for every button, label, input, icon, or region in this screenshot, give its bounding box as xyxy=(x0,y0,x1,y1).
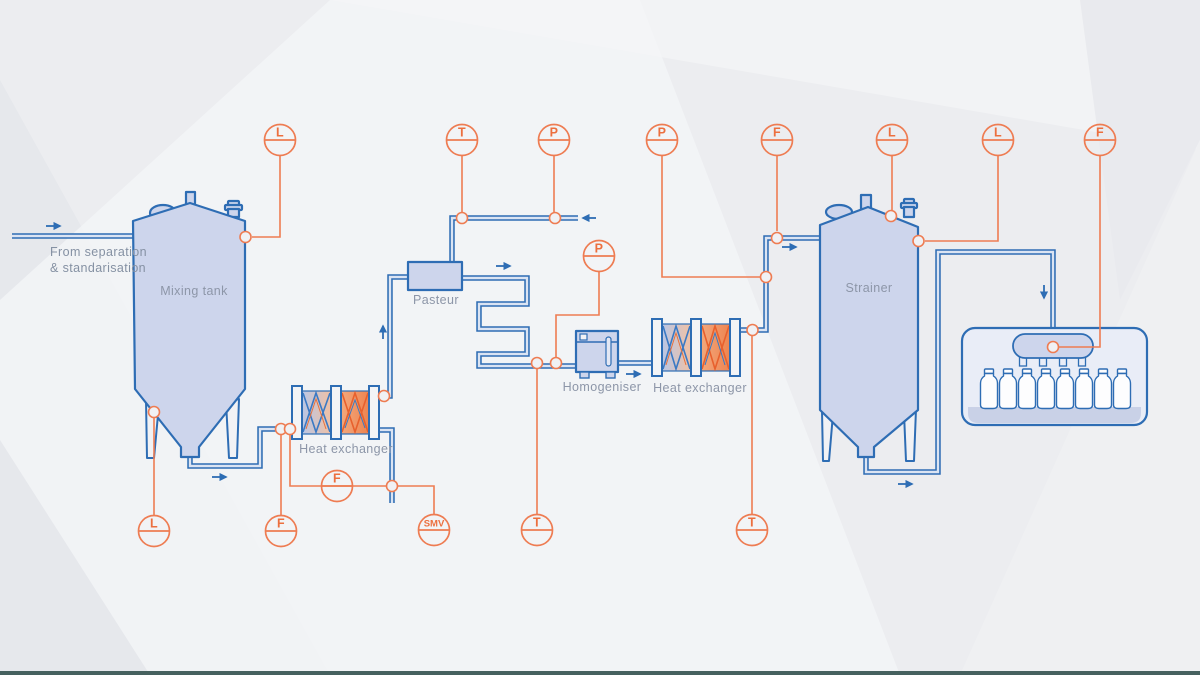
hx2-hot-accent xyxy=(704,331,726,366)
homogeniser xyxy=(574,329,620,379)
hx1-hot-pattern xyxy=(341,390,369,435)
hx1-cold-pattern xyxy=(302,390,331,435)
pipe-tank-to-hx1 xyxy=(187,426,292,469)
hx2-plate-middle xyxy=(690,318,702,377)
homogeniser-label: Homogeniser xyxy=(563,380,642,394)
instrument-flow-strainer-inlet: F xyxy=(760,123,794,157)
instrument-pressure-homogeniser-inlet: P xyxy=(582,239,616,273)
hx1-plate-right xyxy=(368,385,380,440)
instrument-temp-pasteur-line: T xyxy=(445,123,479,157)
flow-arrows xyxy=(46,213,1049,489)
instrument-tag: T xyxy=(533,516,541,530)
strainer-body xyxy=(818,205,920,459)
instrument-lines xyxy=(153,155,1101,516)
instruments: L T P P F L L F xyxy=(137,123,1117,548)
instrument-level-mixing-tank-top: L xyxy=(263,123,297,157)
mixing-tank-body xyxy=(131,201,247,459)
instrument-temp-heat-exchanger-2-outlet: T xyxy=(735,513,769,547)
pasteur-body xyxy=(406,260,464,292)
instrument-flow-mixing-tank-outlet: F xyxy=(264,514,298,548)
homogeniser-panel xyxy=(579,333,588,341)
instrument-tag: F xyxy=(333,472,341,486)
instrument-tag: L xyxy=(150,517,158,531)
pasteur-label: Pasteur xyxy=(413,293,459,307)
inlet-note-line2: & standarisation xyxy=(50,261,146,275)
instrument-level-strainer-side: L xyxy=(981,123,1015,157)
pipes xyxy=(12,215,1056,503)
hx2-cold-pattern xyxy=(662,323,691,372)
instrument-tag: F xyxy=(277,517,285,531)
hx1-chamber-cold xyxy=(301,390,332,435)
mixing-tank-label: Mixing tank xyxy=(160,284,228,298)
instrument-level-strainer-top: L xyxy=(875,123,909,157)
homogeniser-foot-left xyxy=(579,371,590,379)
instrument-tag: P xyxy=(658,126,667,140)
inlet-note-line1: From separation xyxy=(50,245,147,259)
pipe-hx1-drain xyxy=(376,427,395,503)
hx1-plate-middle xyxy=(330,385,342,440)
instrument-tag: SMV xyxy=(424,519,445,530)
instrument-tag: F xyxy=(1096,126,1104,140)
homogeniser-foot-right xyxy=(605,371,616,379)
instrument-tag: T xyxy=(748,516,756,530)
instrument-pressure-strainer-feed: P xyxy=(645,123,679,157)
hx1-cold-accent xyxy=(305,397,327,430)
instrument-tag: F xyxy=(773,126,781,140)
heat-exchanger-1-label: Heat exchanger xyxy=(299,442,393,456)
pipe-pasteur-coil xyxy=(462,275,576,369)
instrument-tag: L xyxy=(276,126,284,140)
hx2-cold-accent xyxy=(665,331,687,366)
instrument-tag: P xyxy=(550,126,559,140)
strainer-fitting xyxy=(899,197,919,219)
instrument-temp-coil-outlet: T xyxy=(520,513,554,547)
mixing-tank xyxy=(131,190,247,459)
hx1-hot-accent xyxy=(344,398,366,429)
instrument-level-mixing-tank-bottom: L xyxy=(137,514,171,548)
strainer-label: Strainer xyxy=(846,281,893,295)
heat-exchanger-2-label: Heat exchanger xyxy=(653,381,747,395)
heat-exchanger-1 xyxy=(291,385,380,440)
homogeniser-sight-glass xyxy=(605,336,612,367)
equipment-labels: From separation & standarisation Mixing … xyxy=(50,245,892,456)
strainer xyxy=(818,193,920,462)
filler-conveyor xyxy=(968,407,1141,423)
hx1-plate-left xyxy=(291,385,303,440)
instrument-pressure-pasteur-line: P xyxy=(537,123,571,157)
instrument-flow-heat-exchanger-1: F xyxy=(320,469,354,503)
instrument-smv-valve: SMV xyxy=(417,513,451,547)
heat-exchanger-2 xyxy=(651,318,741,377)
pipe-pasteur-top-line xyxy=(449,215,578,263)
bottle-filler xyxy=(960,326,1149,427)
footer-strip xyxy=(0,671,1200,675)
hx2-plate-right xyxy=(729,318,741,377)
instrument-tag: L xyxy=(994,126,1002,140)
instrument-tag: P xyxy=(595,242,604,256)
instrument-tag: T xyxy=(458,126,466,140)
instrument-flow-bottle-filler: F xyxy=(1083,123,1117,157)
hx2-hot-pattern xyxy=(701,323,730,372)
pipe-strainer-to-filler xyxy=(863,249,1056,475)
instrument-tag: L xyxy=(888,126,896,140)
hx2-plate-left xyxy=(651,318,663,377)
